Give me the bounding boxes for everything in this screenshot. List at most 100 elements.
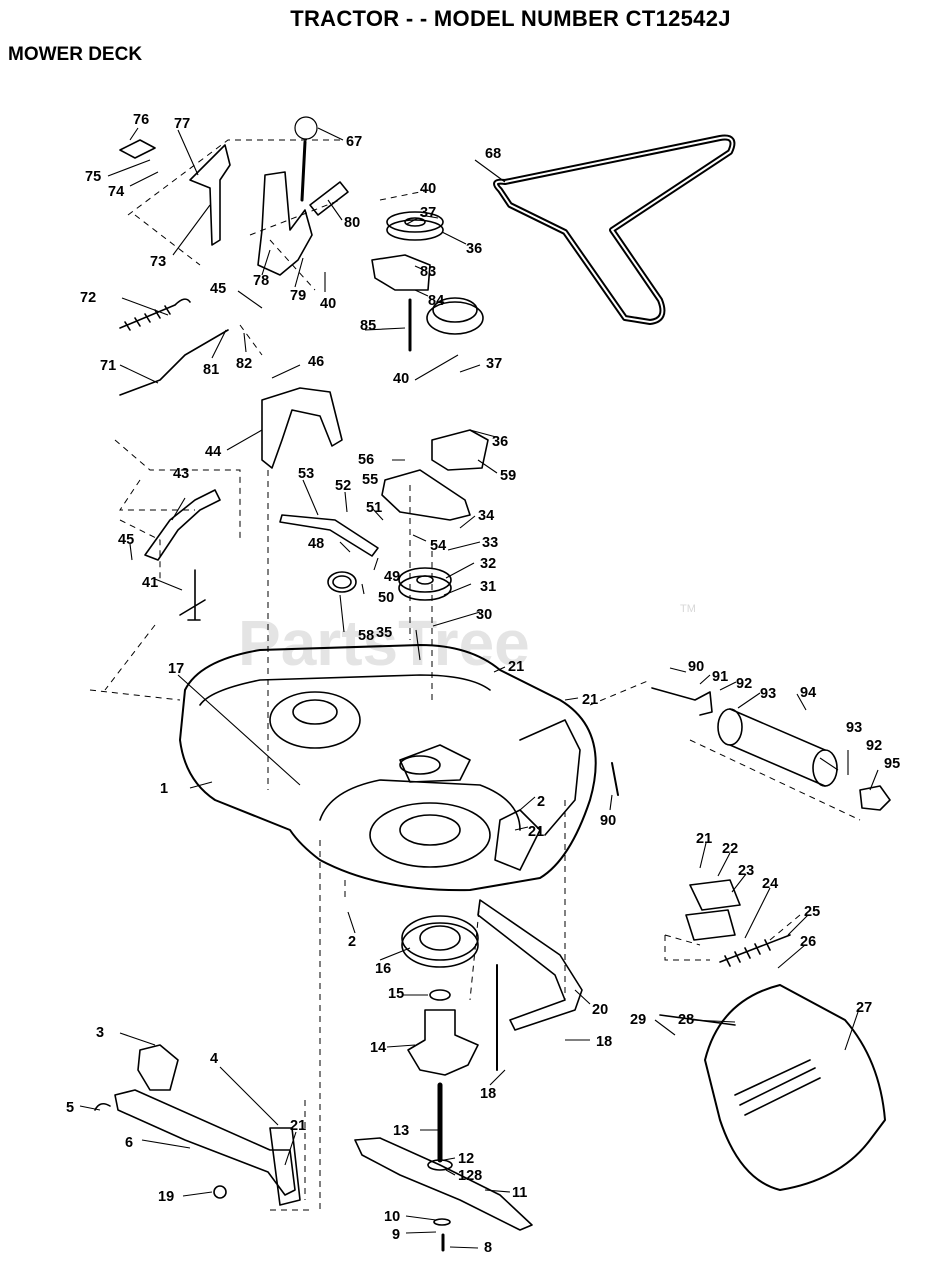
part-number-label: 93 [846,720,862,736]
part-number-label: 67 [346,134,362,150]
part-number-label: 44 [205,444,221,460]
part-number-label: 56 [358,452,374,468]
part-number-label: 68 [485,146,501,162]
part-number-label: 82 [236,356,252,372]
rod-part [119,329,229,396]
part-number-label: 37 [486,356,502,372]
part-number-label: 74 [108,184,124,200]
part-number-label: 35 [376,625,392,641]
part-number-label: 94 [800,685,816,701]
watermark: PartsTree [238,607,530,679]
part-number-label: 26 [800,934,816,950]
part-number-label: 27 [856,1000,872,1016]
part-number-label: 128 [458,1168,482,1184]
part-number-label: 77 [174,116,190,132]
part-number-label: 23 [738,863,754,879]
part-number-label: 92 [736,676,752,692]
lift-lever-part [257,171,313,276]
part-number-label: 19 [158,1189,174,1205]
belt-cover-part [704,984,886,1191]
part-number-label: 59 [500,468,516,484]
part-number-label: 36 [466,241,482,257]
part-number-label: 21 [696,831,712,847]
part-number-label: 21 [290,1118,306,1134]
drive-belt-inner [495,136,734,323]
part-number-label: 10 [384,1209,400,1225]
part-number-label: 25 [804,904,820,920]
part-number-label: 85 [360,318,376,334]
part-number-label: 36 [492,434,508,450]
part-number-label: 34 [478,508,494,524]
watermark-trademark: TM [680,603,696,615]
part-number-label: 8 [484,1240,492,1256]
part-number-label: 30 [476,607,492,623]
deck-bracket-part [261,387,343,469]
part-number-label: 58 [358,628,374,644]
mower-deck-part [179,644,597,892]
part-number-label: 2 [537,794,545,810]
part-number-label: 84 [428,293,444,309]
part-number-label: 54 [430,538,446,554]
part-number-label: 15 [388,986,404,1002]
part-number-label: 80 [344,215,360,231]
part-number-label: 90 [600,813,616,829]
part-number-label: 9 [392,1227,400,1243]
roller-part [729,708,826,787]
part-number-label: 49 [384,569,400,585]
part-number-label: 76 [133,112,149,128]
part-number-label: 95 [884,756,900,772]
part-number-label: 16 [375,961,391,977]
blade-part [354,1137,533,1231]
part-number-label: 5 [66,1100,74,1116]
part-number-label: 18 [480,1086,496,1102]
part-number-label: 11 [512,1185,527,1201]
part-number-label: 53 [298,466,314,482]
part-number-label: 46 [308,354,324,370]
part-number-label: 48 [308,536,324,552]
part-number-label: 4 [210,1051,218,1067]
bracket-part [189,144,231,246]
part-number-label: 21 [528,824,544,840]
part-number-label: 75 [85,169,101,185]
part-number-label: 18 [596,1034,612,1050]
part-number-label: 52 [335,478,351,494]
part-number-label: 17 [168,661,184,677]
part-number-label: 6 [125,1135,133,1151]
part-number-label: 93 [760,686,776,702]
part-number-label: 24 [762,876,778,892]
part-number-label: 51 [366,500,382,516]
part-number-label: 79 [290,288,306,304]
part-number-label: 32 [480,556,496,572]
part-number-label: 40 [320,296,336,312]
part-number-label: 45 [118,532,134,548]
part-number-label: 13 [393,1123,409,1139]
spring-part-25 [719,934,791,967]
part-number-label: 40 [420,181,436,197]
part-number-label: 21 [582,692,598,708]
part-number-label: 29 [630,1012,646,1028]
part-number-label: 2 [348,934,356,950]
part-number-label: 73 [150,254,166,270]
part-number-label: 14 [370,1040,386,1056]
part-number-label: 12 [458,1151,474,1167]
part-number-label: 33 [482,535,498,551]
part-number-label: 90 [688,659,704,675]
part-number-label: 83 [420,264,436,280]
part-number-label: 3 [96,1025,104,1041]
part-number-label: 22 [722,841,738,857]
part-number-label: 31 [480,579,496,595]
page-title: TRACTOR - - MODEL NUMBER CT12542J [290,6,731,31]
part-number-label: 41 [142,575,158,591]
part-number-label: 92 [866,738,882,754]
part-number-label: 81 [203,362,219,378]
hanger-bracket-part [114,1089,296,1196]
part-number-label: 43 [173,466,189,482]
section-title: MOWER DECK [8,44,143,65]
drive-belt-part [493,134,736,325]
part-number-label: 50 [378,590,394,606]
part-number-label: 28 [678,1012,694,1028]
part-number-label: 91 [712,669,728,685]
part-number-label: 1 [160,781,168,797]
part-number-label: 20 [592,1002,608,1018]
